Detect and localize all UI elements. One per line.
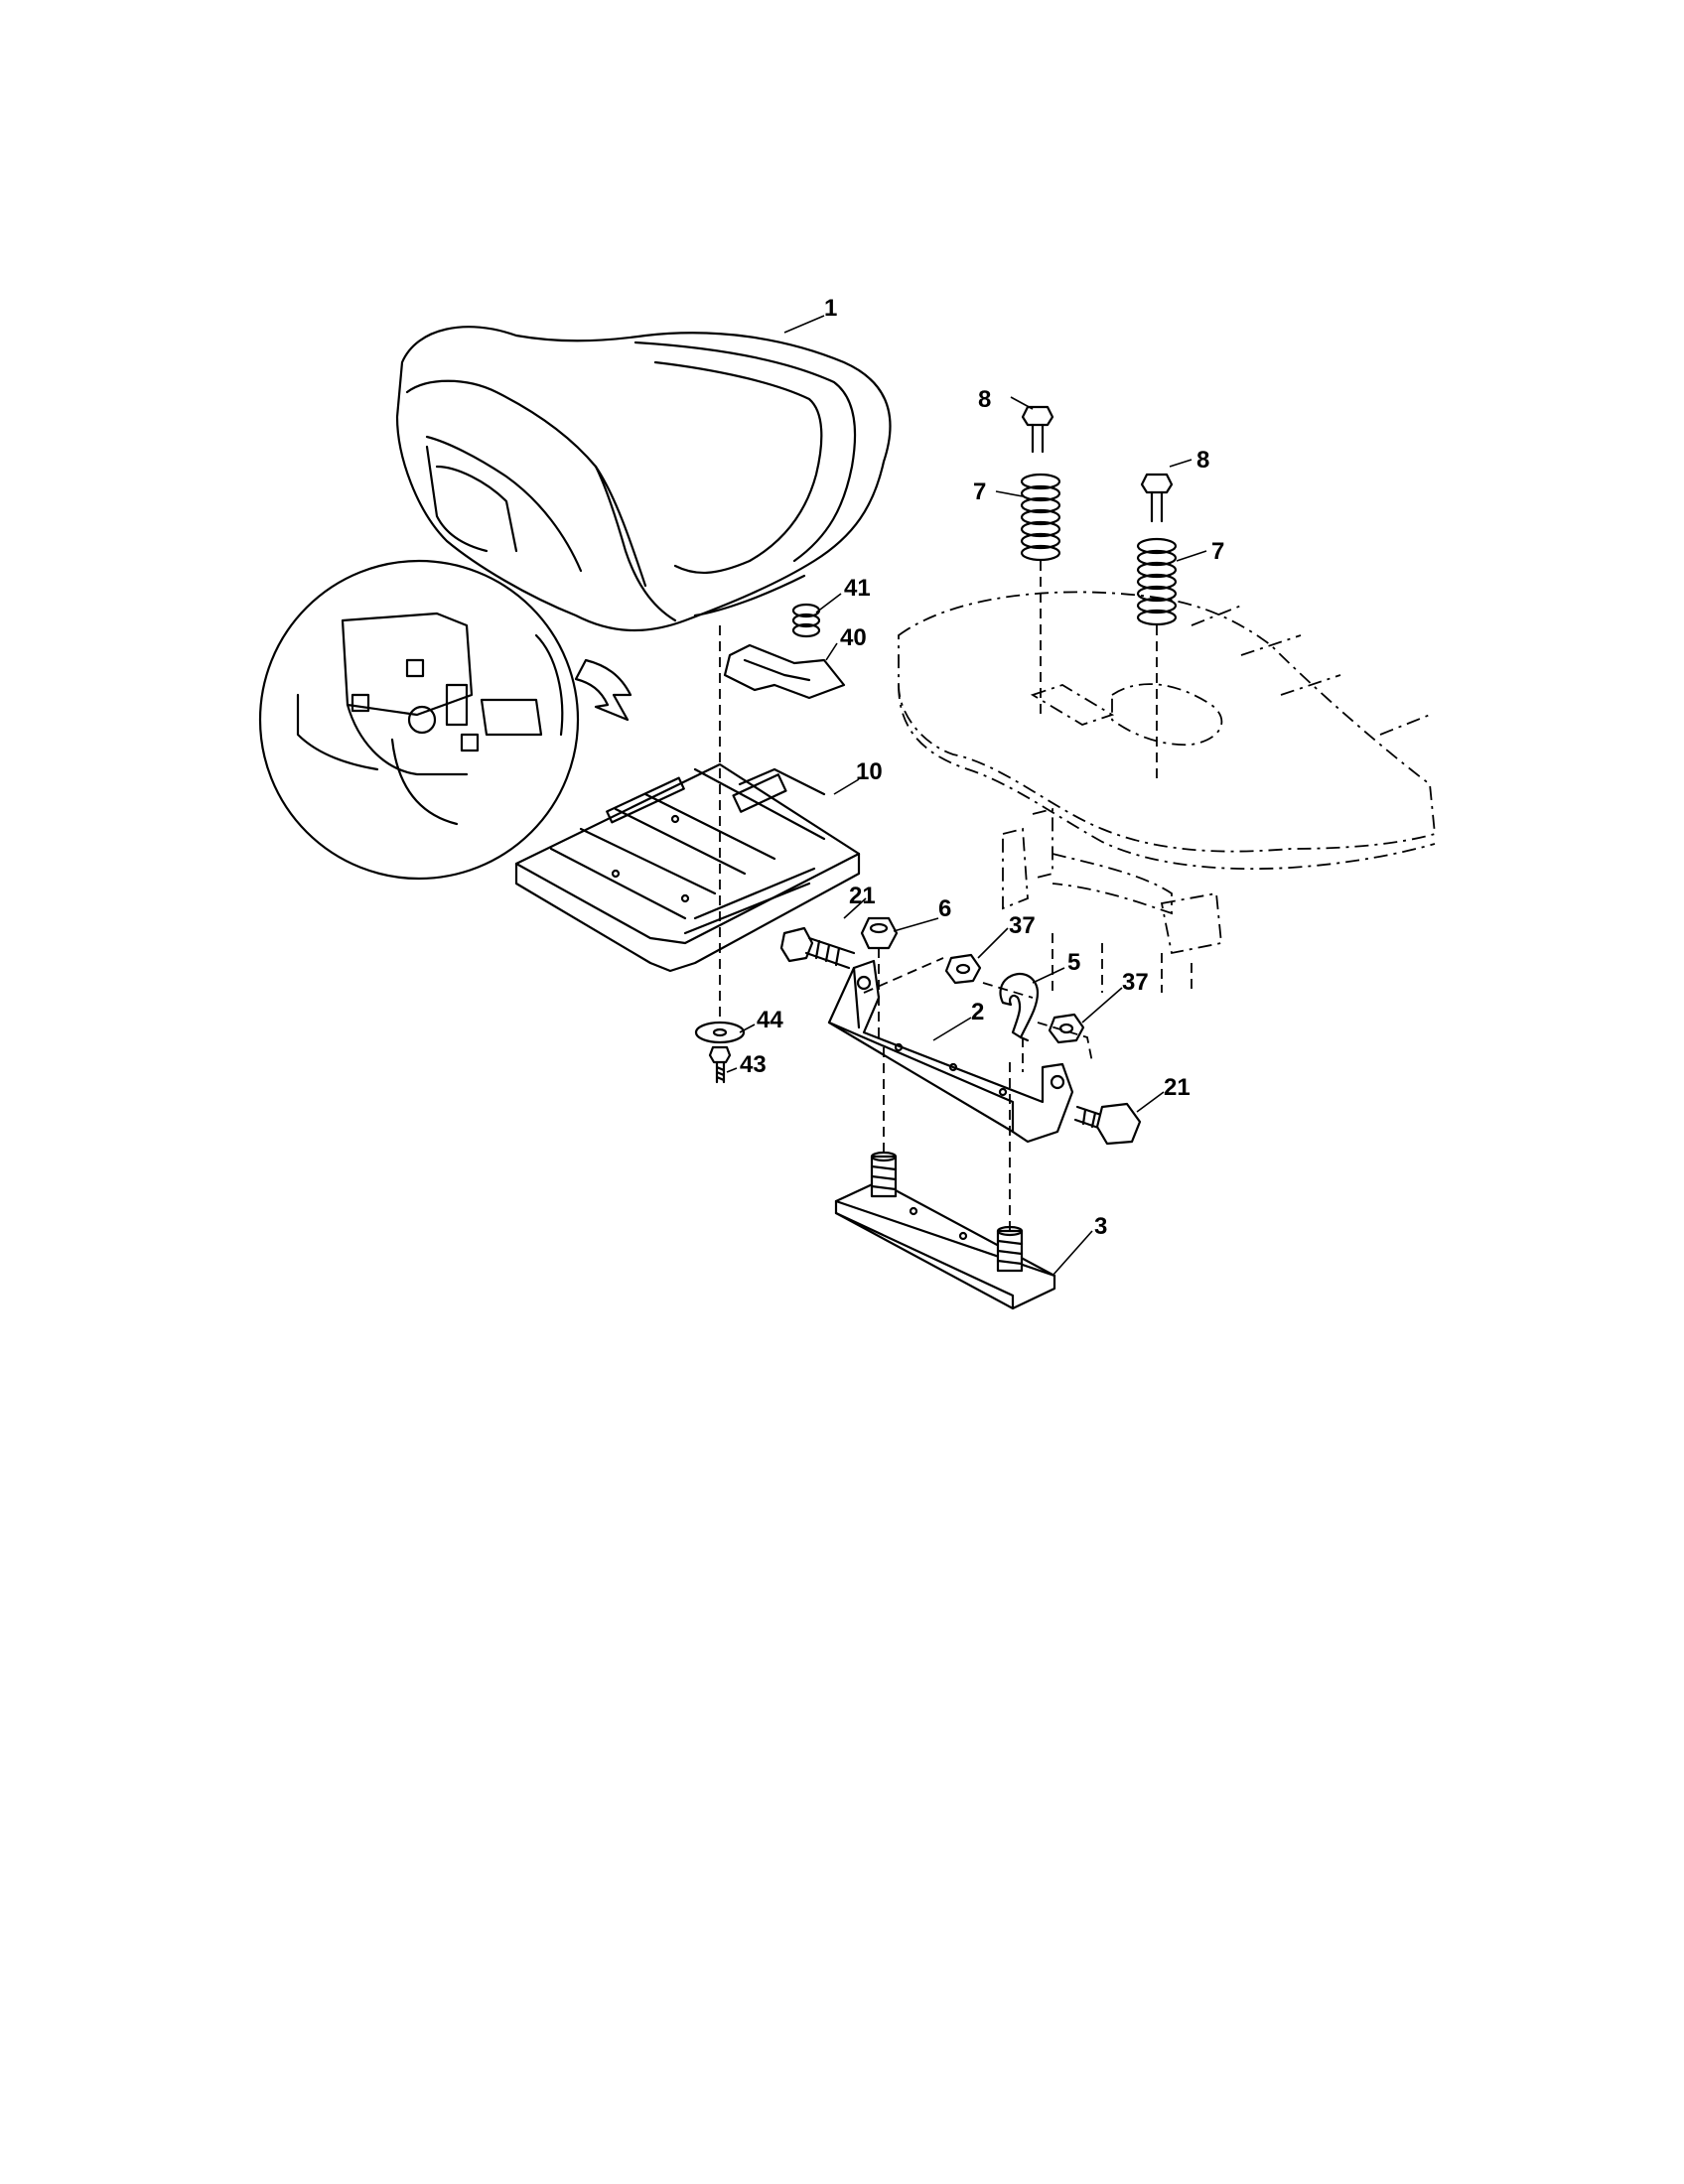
label-plate-3: 3	[1094, 1213, 1107, 1240]
label-screw-43: 43	[740, 1051, 767, 1078]
label-seat-pan-10: 10	[856, 758, 883, 785]
spring-7-right	[1136, 537, 1178, 626]
alignment-lines	[719, 561, 1158, 1231]
seat-pan	[514, 762, 861, 973]
leader-lines	[726, 315, 1207, 1277]
bracket-2	[827, 959, 1074, 1144]
clip-5	[999, 972, 1040, 1042]
nut-6	[860, 916, 899, 950]
screw-43	[708, 1045, 732, 1084]
clip-40	[723, 643, 846, 700]
seat	[395, 326, 892, 632]
label-bracket-2: 2	[971, 999, 984, 1025]
label-bolt-21-right: 21	[1164, 1074, 1191, 1101]
bolt-8-left	[1021, 405, 1054, 454]
label-spring-7-left: 7	[973, 478, 986, 505]
bolt-21-right	[1073, 1102, 1142, 1146]
detail-zoom-circle	[258, 559, 632, 881]
label-clip-5: 5	[1067, 949, 1080, 976]
label-spring-7-right: 7	[1211, 538, 1224, 565]
plate-3	[834, 1151, 1056, 1310]
label-bolt-8-left: 8	[978, 386, 991, 413]
spring-41	[791, 603, 821, 638]
label-seat: 1	[824, 295, 837, 322]
label-washer-44: 44	[757, 1007, 783, 1033]
tractor-frame-outline	[898, 591, 1436, 993]
label-bolt-8-right: 8	[1196, 447, 1209, 474]
label-clip-40: 40	[840, 624, 867, 651]
label-nut-37-left: 37	[1009, 912, 1036, 939]
label-nut-6: 6	[938, 895, 951, 922]
spring-7-left	[1020, 473, 1061, 562]
label-spring-41: 41	[844, 575, 871, 602]
label-bolt-21-left: 21	[849, 883, 876, 909]
bolt-21-left	[779, 926, 856, 970]
part-labels: 1 8 8 7 7 41 40 10 21 6 37 5 37 2 21 44 …	[740, 295, 1224, 1240]
label-nut-37-right: 37	[1122, 969, 1149, 996]
nut-37-left	[944, 953, 982, 985]
washer-44	[694, 1021, 746, 1044]
bolt-8-right	[1140, 473, 1174, 523]
